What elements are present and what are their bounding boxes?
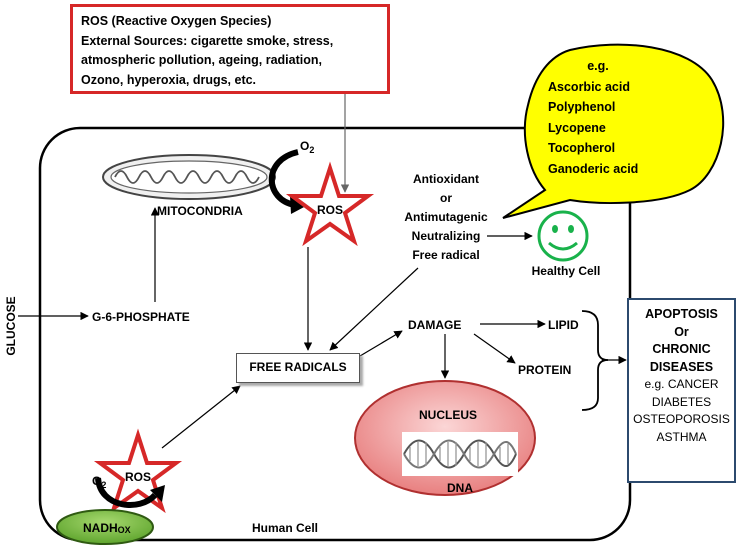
mitocondria-label: MITOCONDRIA: [157, 204, 243, 218]
ros-star-bottom-icon: [93, 428, 183, 514]
antioxidant-line: Neutralizing: [411, 229, 481, 243]
dna-label: DNA: [447, 481, 473, 495]
outcome-example-osteoporosis: OSTEOPOROSIS: [633, 412, 730, 426]
outcome-apoptosis: APOPTOSIS: [645, 307, 718, 321]
arrow-antioxidant-to-free-radicals: [329, 267, 419, 351]
ros-bottom-label: ROS: [125, 470, 151, 484]
free-radicals-box: FREE RADICALS: [236, 353, 360, 383]
glucose-label: GLUCOSE: [4, 296, 18, 356]
antioxidant-line: or: [440, 191, 452, 205]
dna-image-frame: [402, 432, 518, 476]
o2-top-subscript: 2: [309, 145, 314, 155]
o2-curve-arrowhead-top: [290, 196, 306, 214]
o2-top-symbol: O: [300, 139, 309, 153]
mitochondria-icon: [102, 154, 276, 200]
example-item: Ascorbic acid: [548, 79, 630, 94]
ros-star-top-icon: [285, 161, 375, 247]
o2-top-label: O2: [300, 139, 314, 155]
examples-eg: e.g.: [587, 59, 609, 73]
antioxidant-examples: e.g. Ascorbic acid Polyphenol Lycopene T…: [548, 56, 678, 179]
ros-box-line-3: Ozono, hyperoxia, drugs, etc.: [81, 72, 257, 87]
outcome-example-diabetes: DIABETES: [651, 394, 712, 409]
example-item: Polyphenol: [548, 100, 616, 114]
o2-bottom-symbol: O: [92, 474, 101, 488]
example-item: Lycopene: [548, 120, 606, 135]
antioxidant-speech-bubble: [502, 43, 725, 219]
ros-sources-box: ROS (Reactive Oxygen Species) External S…: [70, 4, 390, 94]
smiley-face-icon: [537, 210, 589, 262]
protein-label: PROTEIN: [518, 363, 571, 377]
lipid-label: LIPID: [548, 318, 579, 332]
nadh-symbol: NADH: [83, 521, 118, 535]
damage-brace: [581, 310, 609, 411]
arrow-ros-bottom-to-free-radicals: [161, 385, 241, 449]
o2-curve-arrowhead-bottom: [150, 485, 165, 502]
ros-top-label: ROS: [317, 203, 343, 217]
nadh-ellipse: [56, 509, 154, 545]
antioxidant-line: Antimutagenic: [404, 210, 488, 224]
outcome-example-cancer: e.g. CANCER: [644, 377, 719, 391]
o2-bottom-label: O2: [92, 474, 106, 490]
arrow-damage-to-protein: [473, 333, 516, 364]
outcome-diseases: DISEASES: [649, 359, 714, 374]
nadh-subscript: OX: [118, 525, 131, 535]
damage-label: DAMAGE: [408, 318, 461, 332]
healthy-cell-label: Healthy Cell: [532, 264, 601, 278]
outcome-example-asthma: ASTHMA: [656, 429, 707, 444]
nadh-label: NADHOX: [83, 521, 131, 535]
nucleus-label: NUCLEUS: [419, 408, 477, 422]
o2-curve-arrow-bottom: [95, 477, 158, 508]
g6p-label: G-6-PHOSPHATE: [92, 310, 190, 324]
human-cell-label: Human Cell: [252, 521, 318, 535]
outcome-chronic: CHRONIC: [652, 342, 711, 356]
o2-curve-arrow-top: [268, 149, 299, 208]
ros-box-title: ROS (Reactive Oxygen Species): [81, 14, 272, 28]
antioxidant-line: Antioxidant: [413, 172, 479, 186]
dna-helix-icon: [403, 439, 517, 469]
outcome-or: Or: [674, 324, 689, 339]
arrow-free-radicals-to-damage: [359, 330, 403, 357]
antioxidant-text: Antioxidant or Antimutagenic Neutralizin…: [392, 170, 500, 265]
antioxidant-line: Free radical: [412, 248, 480, 262]
example-item: Ganoderic acid: [548, 161, 639, 176]
example-item: Tocopherol: [548, 141, 616, 155]
outcome-box: APOPTOSIS Or CHRONIC DISEASES e.g. CANCE…: [627, 298, 736, 483]
ros-box-line-2: atmospheric pollution, ageing, radiation…: [81, 53, 322, 67]
o2-bottom-subscript: 2: [101, 480, 106, 490]
ros-box-line-1: External Sources: cigarette smoke, stres…: [81, 33, 334, 48]
